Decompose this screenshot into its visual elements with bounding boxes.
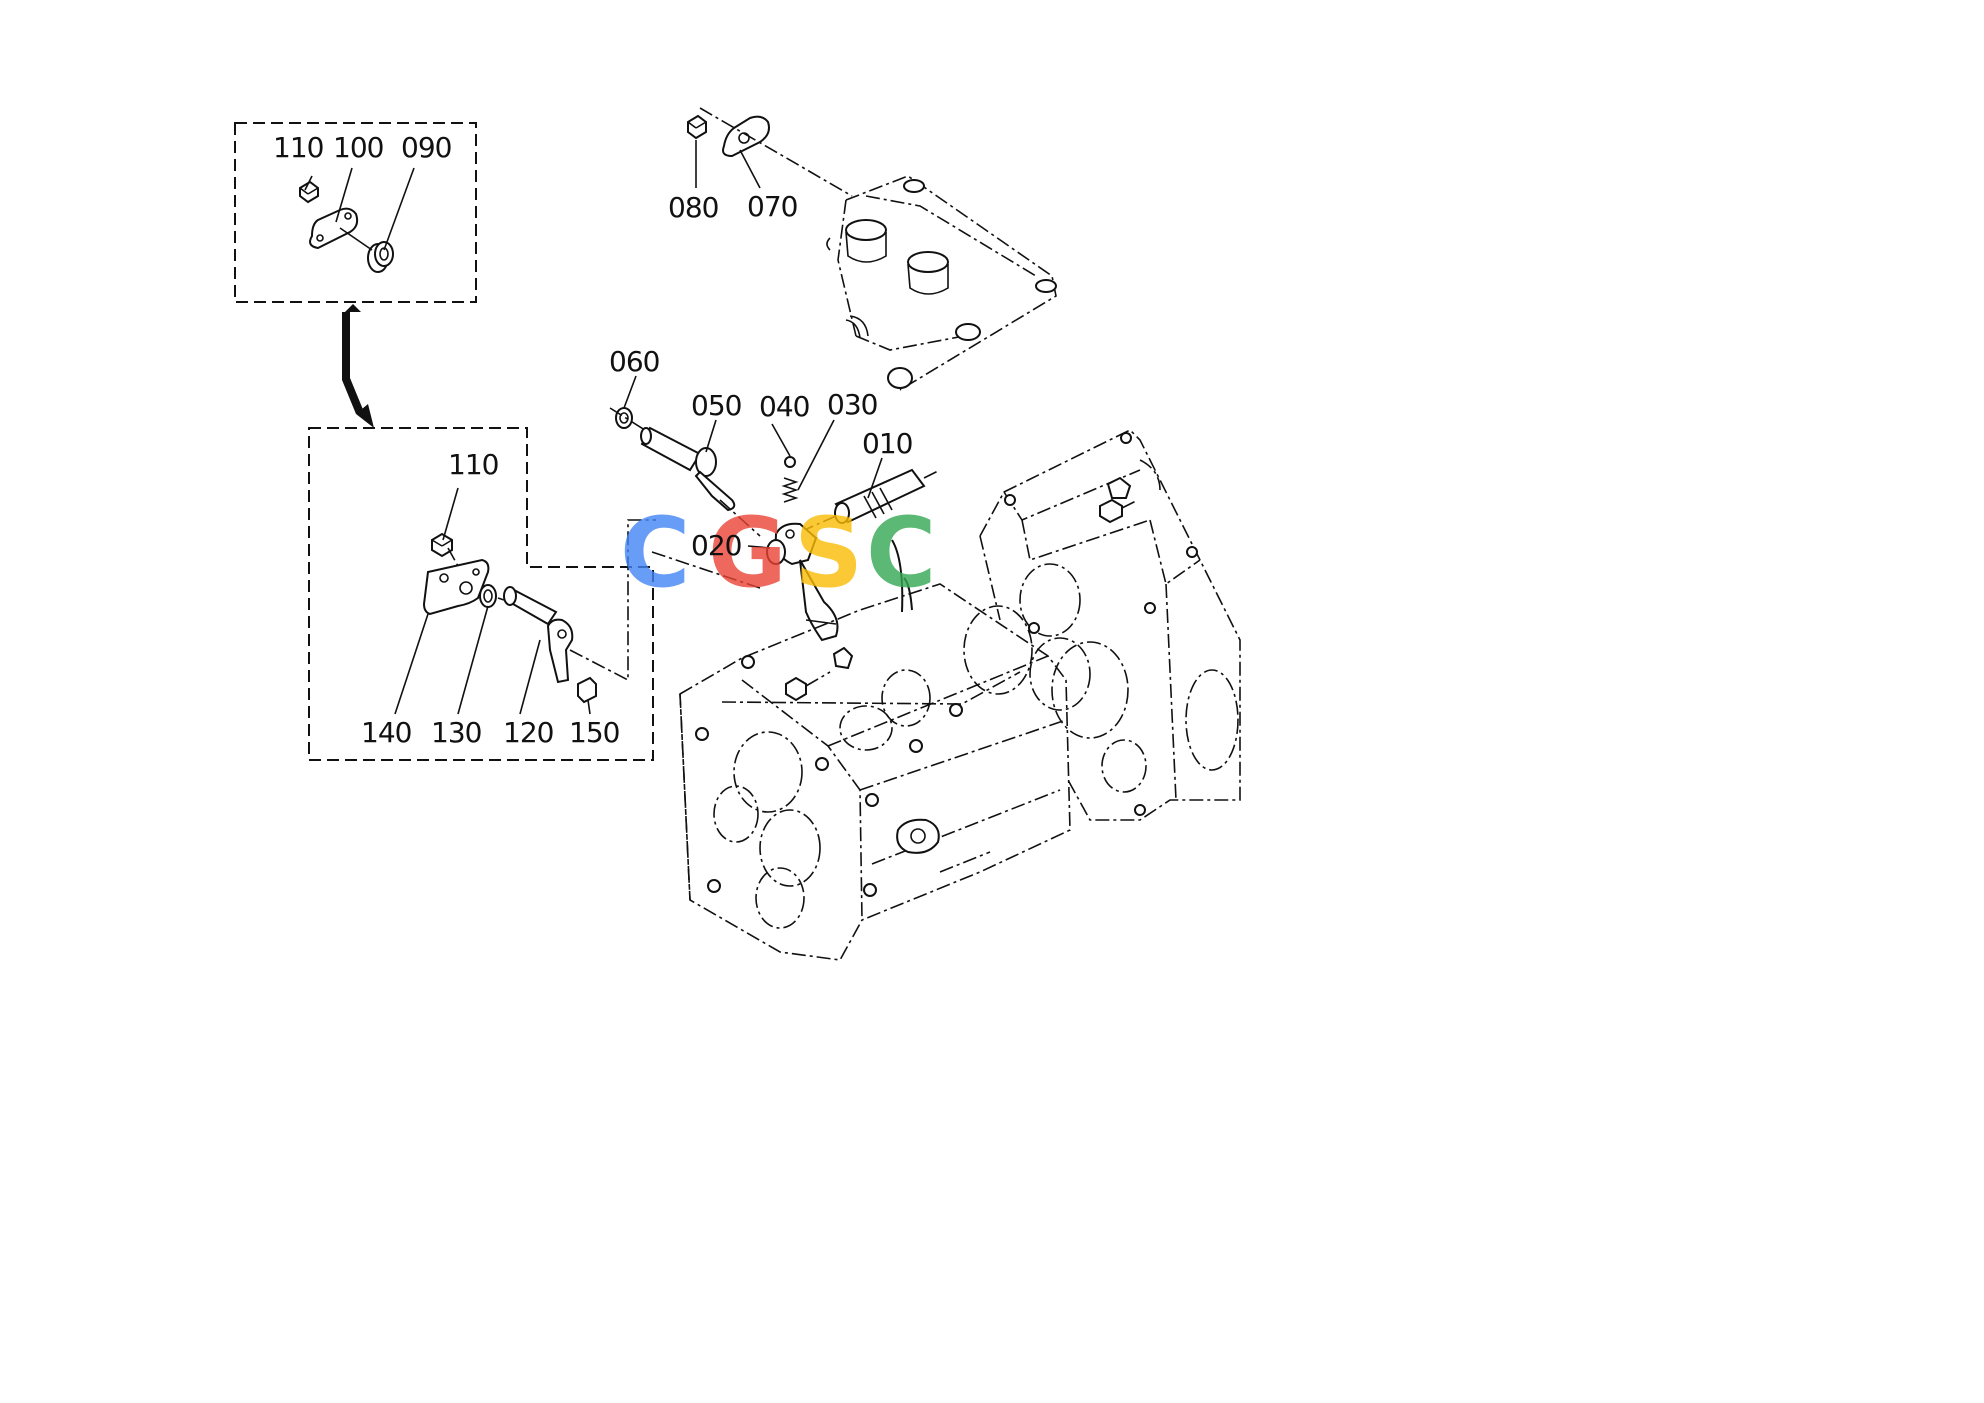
upper-housing	[826, 175, 1057, 391]
lever-shaft-050-icon	[640, 426, 736, 512]
inset-top-parts	[299, 167, 415, 273]
cover-070-icon	[722, 115, 770, 158]
shift-lever-120-icon	[503, 586, 574, 684]
label-100: 100	[333, 131, 383, 164]
spring-030-icon	[781, 477, 799, 503]
watermark-letter-2: G	[708, 497, 787, 609]
inset-box-top	[234, 122, 477, 303]
watermark-letter-1: C	[620, 497, 690, 609]
shift-fork-020-icon	[766, 522, 839, 642]
bolt-110-top-icon	[299, 180, 319, 204]
watermark-letter-4: C	[866, 497, 936, 609]
watermark-letter-3: S	[794, 497, 863, 609]
part-labels: 110 100 090 080 070 060 050 040 030 010 …	[273, 131, 913, 749]
watermark: C G S C	[620, 497, 936, 609]
label-070: 070	[747, 190, 797, 223]
label-060: 060	[609, 345, 659, 378]
label-140: 140	[361, 716, 411, 749]
label-150: 150	[569, 716, 619, 749]
bolt-080-icon	[687, 114, 707, 140]
inset-bottom-parts	[394, 487, 656, 715]
label-130: 130	[431, 716, 481, 749]
label-090: 090	[401, 131, 451, 164]
pin-150-icon	[577, 676, 597, 704]
ball-040-icon	[784, 456, 796, 468]
bolt-110-inset-icon	[431, 532, 453, 558]
label-030: 030	[827, 388, 877, 421]
label-050: 050	[691, 389, 741, 422]
bushing-090-icon	[367, 241, 394, 273]
parts-diagram: C G S C 110 100 090 080 070 060 050 040 …	[234, 107, 1241, 961]
shift-rod-010-icon	[799, 468, 941, 533]
rear-housing	[979, 429, 1241, 821]
double-arrow-icon	[342, 304, 374, 428]
inset-box-bottom	[308, 427, 654, 761]
upper-parts	[687, 107, 853, 197]
label-110-inset: 110	[448, 448, 498, 481]
label-010: 010	[862, 427, 912, 460]
label-120: 120	[503, 716, 553, 749]
label-040: 040	[759, 390, 809, 423]
o-ring-130-icon	[479, 584, 497, 608]
label-080: 080	[668, 191, 718, 224]
bracket-plate-140-icon	[422, 558, 490, 616]
cover-plate-100-icon	[309, 207, 359, 250]
label-110-top: 110	[273, 131, 323, 164]
transmission-case	[679, 539, 1091, 961]
seal-060-icon	[615, 407, 633, 429]
shift-shaft-assembly	[609, 375, 941, 642]
label-020: 020	[691, 529, 741, 562]
